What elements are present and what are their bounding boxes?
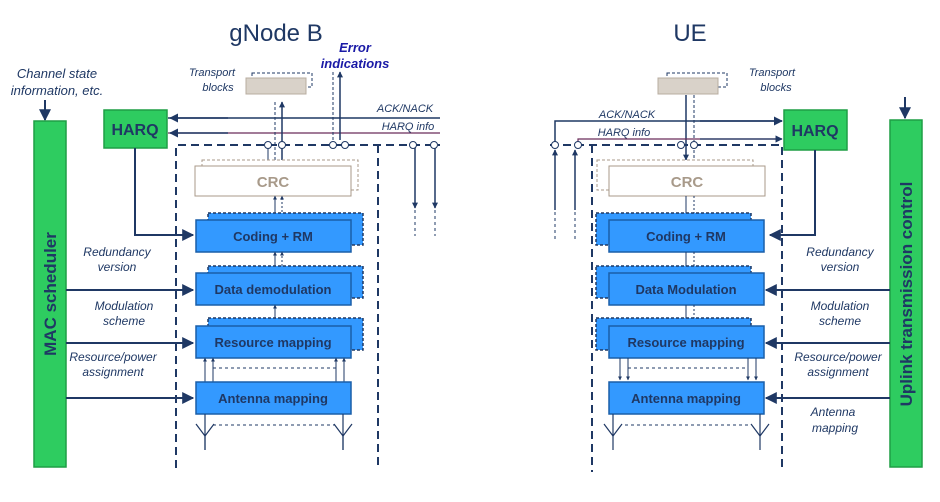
gnb-resource-mapping-label: Resource mapping — [214, 335, 331, 350]
gnb-antenna-left-icon — [195, 414, 215, 450]
error-indications-label-2: indications — [321, 56, 390, 71]
ue-antenna-mapping-side-label-1: Antenna — [810, 405, 856, 419]
ue-transport-block — [657, 77, 719, 95]
ue-redundancy-label-2: version — [821, 260, 860, 274]
gnb-transport-label-1: Transport — [189, 67, 236, 79]
ue-antenna-right-icon — [750, 414, 770, 450]
gnb-redundancy-label-2: version — [98, 260, 137, 274]
gnb-antenna-right-icon — [333, 414, 353, 450]
gnb-ack-nack-label: ACK/NACK — [376, 103, 434, 115]
ue-modulation-label-1: Modulation — [811, 299, 870, 313]
gnb-coding-rm-label: Coding + RM — [233, 229, 313, 244]
ue-harq-label: HARQ — [791, 123, 838, 140]
ue-coding-rm-label: Coding + RM — [646, 229, 726, 244]
ue-ack-nack-label: ACK/NACK — [598, 109, 656, 121]
gnb-crc-label: CRC — [257, 174, 290, 191]
ue-redundancy-label-1: Redundancy — [806, 245, 874, 259]
gnb-data-demod-label: Data demodulation — [214, 282, 331, 297]
mac-scheduler-bar — [33, 120, 67, 468]
gnb-resource-mapping-box — [195, 325, 352, 359]
ue-antenna-mapping-label: Antenna mapping — [631, 391, 741, 406]
ue-harq-box — [783, 109, 848, 151]
ue-harq-info-label: HARQ info — [598, 127, 651, 139]
ue-title: UE — [673, 20, 706, 47]
ue-resource-power-label-2: assignment — [807, 365, 869, 379]
ue-transport-label-1: Transport — [749, 67, 796, 79]
gnb-modulation-label-1: Modulation — [95, 299, 154, 313]
ue-modulation-label-2: scheme — [819, 314, 861, 328]
ue-data-mod-label: Data Modulation — [635, 282, 736, 297]
gnb-crc-box — [194, 165, 352, 197]
ue-resource-mapping-box — [608, 325, 765, 359]
channel-state-label-1: Channel state — [17, 66, 97, 81]
gnb-transport-block — [245, 77, 307, 95]
gnb-resource-power-label-2: assignment — [82, 365, 144, 379]
gnb-data-demod-box — [195, 272, 352, 306]
ue-antenna-mapping-side-label-2: mapping — [812, 421, 858, 435]
ue-data-mod-box — [608, 272, 765, 306]
channel-state-label-2: information, etc. — [11, 83, 104, 98]
error-indications-label-1: Error — [339, 40, 372, 55]
ue-resource-mapping-label: Resource mapping — [627, 335, 744, 350]
gnb-antenna-mapping-box — [195, 381, 352, 415]
ue-coding-rm-box — [608, 219, 765, 253]
uplink-control-bar — [889, 119, 923, 468]
ue-antenna-mapping-box — [608, 381, 765, 415]
ue-resource-power-label-1: Resource/power — [794, 350, 882, 364]
ue-transport-label-2: blocks — [760, 82, 792, 94]
gnb-redundancy-label-1: Redundancy — [83, 245, 151, 259]
ue-crc-box — [608, 165, 766, 197]
ue-antenna-left-icon — [603, 414, 623, 450]
gnb-title: gNode B — [229, 20, 322, 47]
gnb-modulation-label-2: scheme — [103, 314, 145, 328]
mac-scheduler-label: MAC scheduler — [41, 232, 60, 356]
gnb-antenna-mapping-label: Antenna mapping — [218, 391, 328, 406]
gnb-transport-label-2: blocks — [202, 82, 234, 94]
uplink-control-label: Uplink transmission control — [897, 182, 916, 407]
gnb-resource-power-label-1: Resource/power — [69, 350, 157, 364]
gnb-harq-info-label: HARQ info — [382, 121, 435, 133]
gnb-harq-label: HARQ — [111, 122, 158, 139]
ue-crc-label: CRC — [671, 174, 704, 191]
